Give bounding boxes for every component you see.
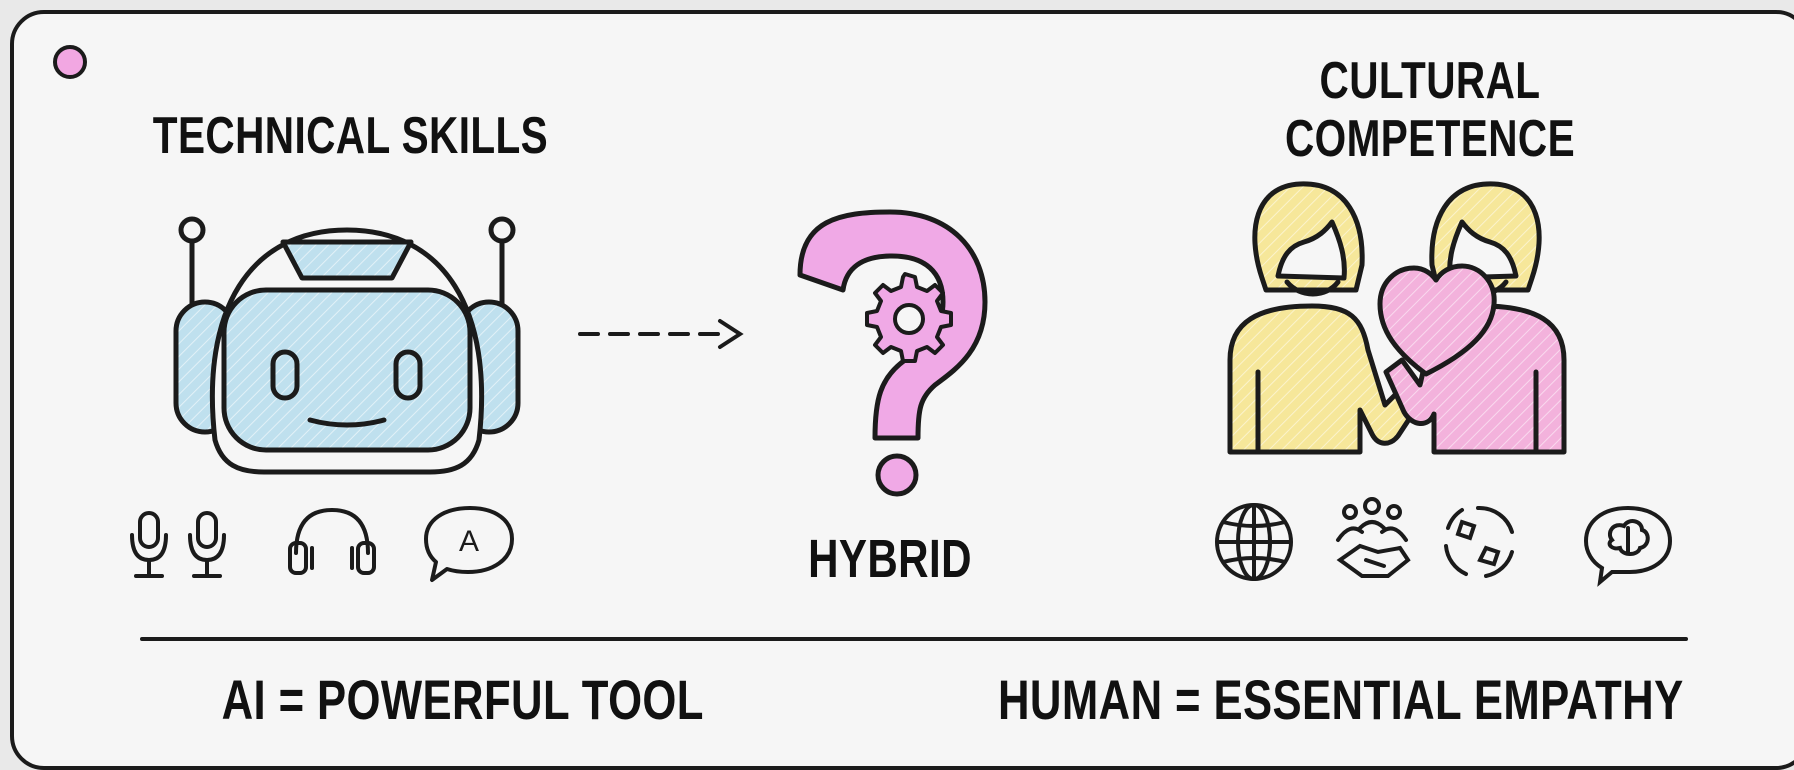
ai-statement: AI = POWERFUL TOOL (221, 668, 704, 731)
recycle-earth-icon (1444, 505, 1514, 578)
globe-icon (1215, 503, 1293, 581)
status-dot (53, 45, 87, 79)
technical-skills-title: TECHNICAL SKILLS (152, 107, 549, 165)
speech-bubble-icon: A (424, 506, 514, 582)
thought-brain-icon (1583, 505, 1673, 587)
cultural-title-line1: CULTURAL (1319, 52, 1541, 110)
divider-line (140, 637, 1688, 641)
headphones-icon (288, 507, 376, 575)
question-mark-icon (797, 209, 988, 497)
dashed-arrow (578, 319, 744, 349)
microphone-icon (130, 511, 168, 578)
illustration-layer: A (53, 45, 1673, 587)
hybrid-title: HYBRID (808, 529, 972, 589)
human-statement: HUMAN = ESSENTIAL EMPATHY (998, 668, 1684, 731)
cultural-competence-title: CULTURAL COMPETENCE (1243, 52, 1617, 168)
microphone-icon (188, 511, 226, 578)
infographic: A (10, 10, 1794, 770)
cultural-title-line2: COMPETENCE (1284, 110, 1576, 168)
speech-bubble-letter: A (459, 525, 479, 558)
heart-icon (1377, 263, 1497, 377)
community-handshake-icon (1336, 497, 1411, 578)
woman-yellow-icon (1227, 181, 1428, 455)
robot-icon (173, 216, 521, 475)
gear-icon (865, 272, 953, 363)
